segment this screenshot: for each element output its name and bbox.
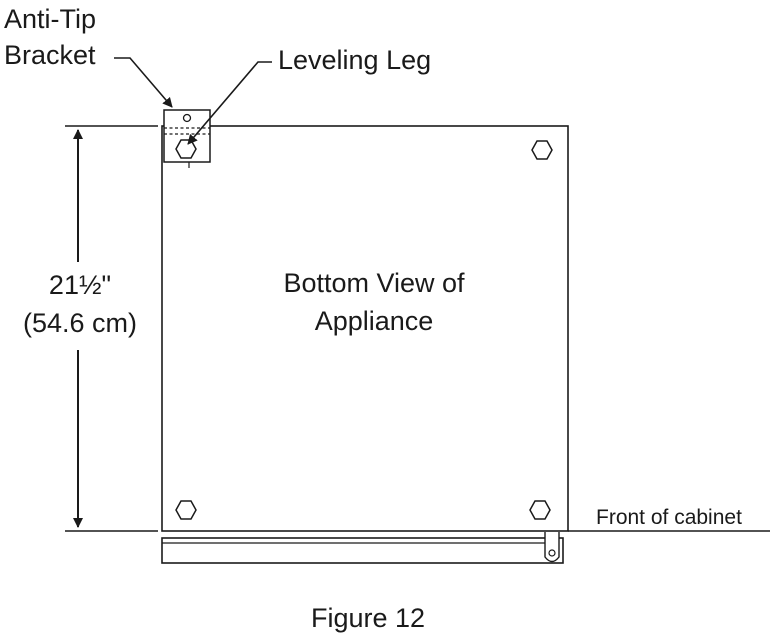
toe-strip-clip bbox=[544, 532, 560, 563]
leveling-leg-front-left bbox=[175, 500, 197, 520]
leveling-leg-leader-line bbox=[187, 61, 272, 145]
anti-tip-leader-line bbox=[114, 57, 173, 108]
front-of-cabinet-label: Front of cabinet bbox=[596, 506, 742, 529]
bottom-view-label-line1: Bottom View of bbox=[283, 268, 465, 298]
dimension-imperial-label: 21½" bbox=[48, 270, 112, 300]
leveling-leg-front-right bbox=[529, 500, 551, 520]
front-toe-strip bbox=[161, 537, 564, 564]
bottom-view-label-line2: Appliance bbox=[314, 306, 434, 336]
anti-tip-bracket bbox=[163, 109, 211, 168]
leveling-leg-rear-right bbox=[531, 140, 553, 160]
appliance-outline bbox=[161, 125, 569, 532]
leveling-leg-rear-left bbox=[175, 139, 197, 159]
figure-caption: Figure 12 bbox=[310, 603, 426, 633]
dimension-metric-label: (54.6 cm) bbox=[22, 308, 138, 338]
leveling-leg-label: Leveling Leg bbox=[278, 45, 432, 75]
anti-tip-label-line2: Bracket bbox=[4, 40, 96, 70]
anti-tip-label-line1: Anti-Tip bbox=[4, 4, 97, 34]
